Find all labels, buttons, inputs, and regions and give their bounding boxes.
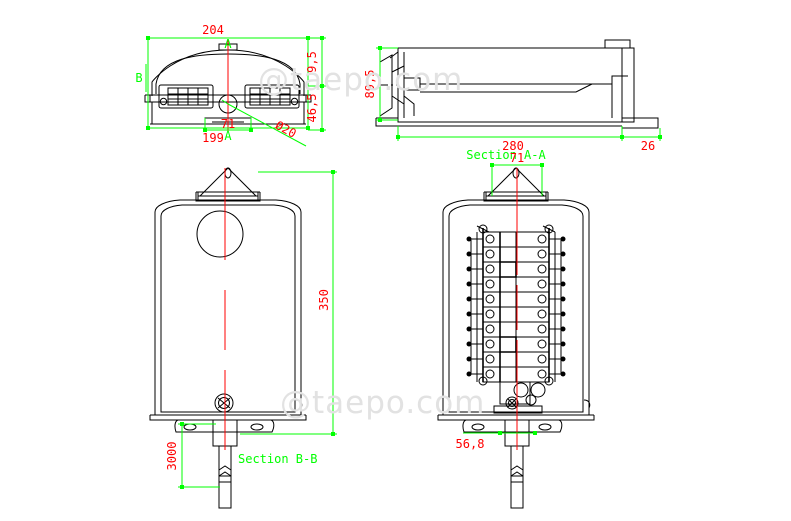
dimension-label: 280	[502, 139, 524, 153]
dimension-label: 350	[317, 289, 331, 311]
dimension-71-front: 71	[203, 117, 253, 132]
dimension-26: 26	[622, 128, 662, 153]
dimension-label: 46,5	[305, 94, 319, 123]
dimension-label: 3000	[165, 442, 179, 471]
view-section-a-a-internal: 71 56,8	[437, 151, 595, 509]
dimension-46-5: 46,5	[305, 86, 326, 132]
dimension-350: 350	[240, 170, 337, 436]
dimension-199: 199	[146, 126, 310, 145]
dimension-56-8: 56,8	[456, 431, 537, 451]
dimension-label: 204	[202, 23, 224, 37]
dimension-89-5: 89,5	[363, 46, 398, 122]
section-b-b-label: Section B-B	[238, 452, 317, 466]
dimension-label: 9,5	[305, 51, 319, 73]
connector-module-left	[158, 84, 214, 109]
dimension-204: 204	[146, 23, 310, 128]
dimension-label: Ø20	[273, 118, 299, 141]
dimension-71-top: 71	[490, 151, 544, 196]
dimension-9-5: 9,5	[305, 36, 326, 88]
view-section-b-b: 350 3000 Section B-B	[149, 167, 337, 509]
view-side-section: 280 26 89,5 Section A-A	[363, 39, 662, 162]
terminal-block-stack	[466, 224, 566, 386]
section-marker-a-top: A	[224, 37, 232, 51]
section-a-a-label: Section A-A	[466, 148, 546, 162]
watermark-top: @taepo.com	[258, 62, 464, 98]
watermark-bottom: @taepo.com	[280, 385, 486, 421]
section-marker-b: B	[135, 64, 147, 92]
dimension-label: 89,5	[363, 70, 377, 99]
connector-module-right	[244, 84, 300, 109]
dimension-label: 199	[202, 131, 224, 145]
dimension-label: 71	[510, 151, 524, 165]
section-marker-b-label: B	[135, 71, 142, 85]
dimension-label: 56,8	[456, 437, 485, 451]
dimension-3000: 3000	[165, 422, 220, 489]
section-marker-a-bottom: A	[224, 129, 232, 143]
dimension-label: 71	[221, 117, 235, 131]
dimension-label: 26	[641, 139, 655, 153]
